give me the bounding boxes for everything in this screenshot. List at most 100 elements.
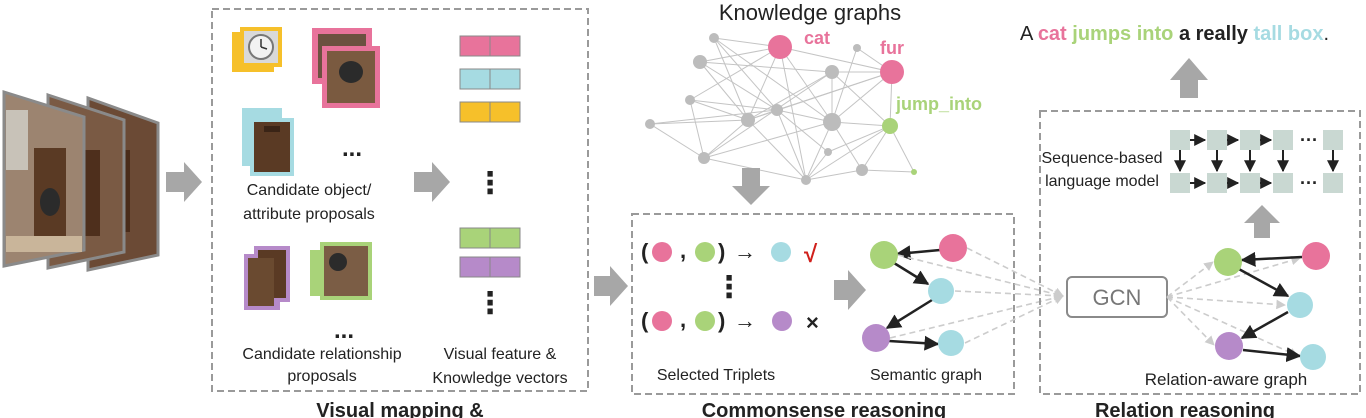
kg-node-cat	[768, 35, 792, 59]
triplet-subject-node	[652, 311, 672, 331]
lm-block	[1323, 130, 1343, 150]
kg-node	[801, 175, 811, 185]
triplet-object-node	[771, 242, 791, 262]
lm-block	[1273, 173, 1293, 193]
lm-block	[1170, 130, 1190, 150]
relation-edge	[1240, 251, 1303, 267]
triplet-comma: ,	[680, 238, 686, 263]
triplet-close-paren: )	[718, 308, 725, 333]
semantic-node-pink	[939, 234, 967, 262]
triplet-row-rejected: ( , ) → ×	[641, 307, 819, 335]
lm-dots-bottom: ···	[1300, 173, 1318, 193]
caption-period: .	[1323, 23, 1329, 45]
semantic-node-purple	[862, 324, 890, 352]
lm-block	[1240, 130, 1260, 150]
lm-block	[1273, 130, 1293, 150]
caption-word-jumps-into: jumps into	[1071, 23, 1173, 45]
kg-node	[853, 44, 861, 52]
vector-purple	[459, 256, 521, 278]
semantic-graph	[862, 234, 967, 356]
arrow-triplets-to-semantic	[834, 270, 866, 310]
relation-edge	[1240, 310, 1289, 340]
triplet-open-paren: (	[641, 239, 649, 264]
lm-block	[1207, 130, 1227, 150]
semantic-graph-label: Semantic graph	[870, 367, 982, 384]
relation-box	[1039, 110, 1361, 395]
knowledge-graph-edges	[649, 37, 915, 181]
triplet-object-node	[772, 311, 792, 331]
relationship-thumbnail-green	[310, 242, 372, 300]
vector-yellow	[459, 101, 521, 123]
generated-caption: A cat jumps into a really tall box.	[1020, 23, 1329, 45]
selected-triplets-label: Selected Triplets	[657, 367, 775, 384]
kg-node	[824, 148, 832, 156]
kg-node	[911, 169, 917, 175]
triplet-subject-node	[652, 242, 672, 262]
triplet-row-accepted: ( , ) → √	[641, 238, 818, 268]
knowledge-graph-title: Knowledge graphs	[719, 0, 901, 25]
relation-node-green	[1214, 248, 1242, 276]
relation-graph-label: Relation-aware graph	[1145, 370, 1308, 389]
lm-block	[1170, 173, 1190, 193]
relation-aware-graph	[1214, 242, 1330, 370]
kg-label-fur: fur	[880, 38, 904, 58]
object-ellipsis: ...	[342, 135, 362, 162]
semantic-node-cyan-bottom	[938, 330, 964, 356]
caption-word-tall-box: tall box	[1253, 23, 1323, 45]
triplet-vdots: ⋮	[714, 271, 744, 304]
semantic-edge	[895, 245, 941, 261]
visual-mapping-title: Visual mapping &	[316, 400, 483, 418]
kg-label-jump-into: jump_into	[895, 94, 982, 114]
triplet-arrow: →	[734, 239, 756, 264]
gcn-to-relation-connectors	[1166, 255, 1301, 357]
lm-block	[1207, 173, 1227, 193]
relation-node-cyan-bottom	[1300, 344, 1326, 370]
lm-block	[1323, 173, 1343, 193]
cat-thumbnail	[312, 28, 380, 108]
object-proposals-label-line2: attribute proposals	[243, 206, 375, 223]
clock-thumbnail	[232, 27, 282, 72]
relationship-proposal-thumbnails	[244, 242, 372, 310]
lm-block	[1240, 173, 1260, 193]
lm-label-line1: Sequence-based	[1042, 150, 1163, 167]
relation-title: Relation reasoning	[1095, 400, 1275, 418]
video-frame-front	[2, 89, 86, 268]
lm-label-line2: language model	[1045, 173, 1159, 190]
caption-word-a: A	[1020, 23, 1034, 45]
kg-node-jump-into	[882, 118, 898, 134]
gcn-label: GCN	[1093, 285, 1142, 310]
language-model-grid	[1170, 130, 1343, 193]
relationship-proposals-label-line2: proposals	[287, 368, 356, 385]
check-mark: √	[804, 241, 818, 268]
visual-mapping-box	[211, 8, 589, 392]
semantic-to-gcn-connectors	[889, 247, 1064, 344]
triplet-relation-node	[695, 311, 715, 331]
vector-vdots-lower: ⋮	[475, 287, 505, 320]
kg-node	[823, 113, 841, 131]
arrow-proposals-to-vectors	[414, 162, 450, 202]
triplet-close-paren: )	[718, 239, 725, 264]
arrow-mapping-to-commonsense	[594, 266, 628, 306]
arrow-frames-to-mapping	[166, 162, 202, 202]
kg-node	[741, 113, 755, 127]
kg-node-fur	[880, 60, 904, 84]
feature-vectors	[459, 35, 521, 278]
vector-green	[459, 227, 521, 249]
kg-node	[693, 55, 707, 69]
relation-node-pink	[1302, 242, 1330, 270]
vector-cyan	[459, 68, 521, 90]
relation-node-cyan-top	[1287, 292, 1313, 318]
relationship-proposals-label-line1: Candidate relationship	[242, 346, 401, 363]
video-frames	[2, 89, 160, 272]
kg-node	[856, 164, 868, 176]
object-proposals-label-line1: Candidate object/	[247, 182, 372, 199]
kg-node	[645, 119, 655, 129]
relationship-ellipsis: ...	[334, 317, 354, 344]
box-thumbnail	[242, 108, 294, 176]
vector-vdots-upper: ⋮	[475, 167, 505, 200]
kg-node	[698, 152, 710, 164]
relation-edge	[1242, 347, 1302, 363]
arrow-graph-to-lm	[1244, 205, 1280, 238]
commonsense-title: Commonsense reasoning	[702, 400, 947, 418]
kg-label-cat: cat	[804, 28, 830, 48]
